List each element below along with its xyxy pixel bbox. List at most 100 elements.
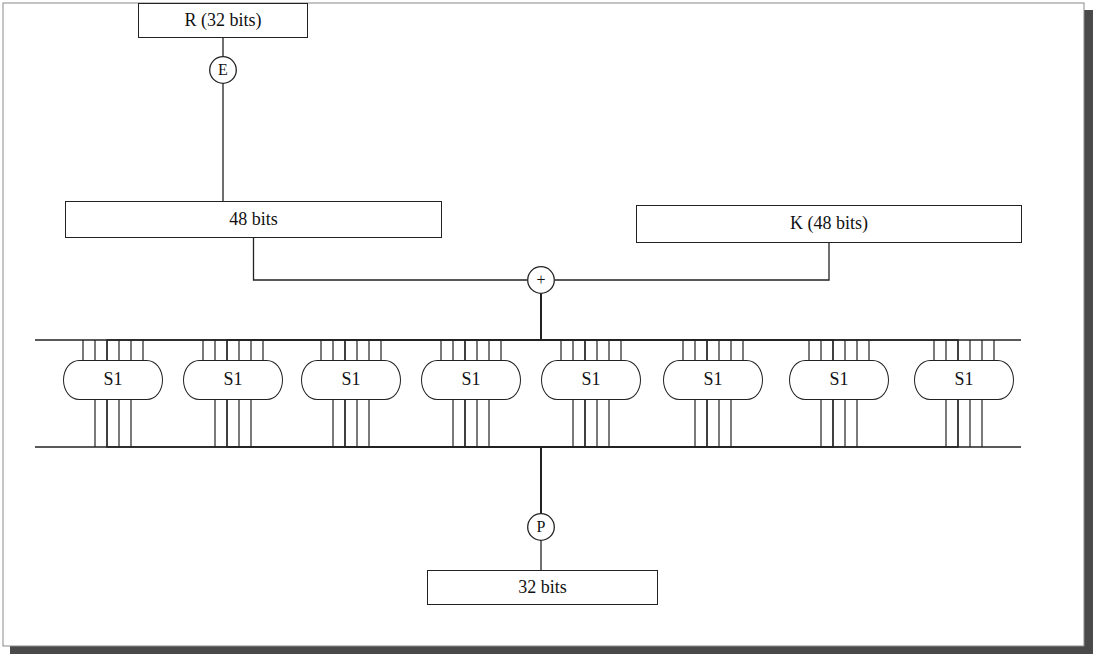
bit-line <box>945 400 946 447</box>
bit-line <box>142 340 143 360</box>
node-label: S1 <box>461 370 480 390</box>
bit-line <box>488 340 489 360</box>
substitution-box: S1 <box>789 360 889 400</box>
node-label: S1 <box>703 370 722 390</box>
output-block: 32 bits <box>427 570 658 605</box>
bit-line <box>694 400 695 447</box>
bit-line <box>608 400 609 447</box>
bit-line <box>694 340 695 360</box>
bit-line <box>844 400 845 447</box>
node-label: S1 <box>581 370 600 390</box>
circle-shape <box>528 514 555 541</box>
bit-line <box>945 340 946 360</box>
input-block: R (32 bits) <box>138 3 308 38</box>
bit-line <box>452 340 453 360</box>
bit-line <box>368 400 369 447</box>
node-label: S1 <box>829 370 848 390</box>
node-label: S1 <box>223 370 242 390</box>
bit-line <box>130 400 131 447</box>
bit-line <box>620 340 621 360</box>
bit-line <box>730 340 731 360</box>
signal-line <box>541 400 958 513</box>
bit-line <box>452 400 453 447</box>
node-label: 32 bits <box>518 578 567 598</box>
bit-line <box>250 400 251 447</box>
bit-line <box>332 400 333 447</box>
bit-line <box>368 340 369 360</box>
signal-line <box>107 400 541 513</box>
bit-line <box>969 400 970 447</box>
signal-line <box>465 294 541 360</box>
signal-line <box>555 243 829 280</box>
bit-line <box>682 340 683 360</box>
signal-line <box>541 294 707 360</box>
bit-line <box>94 340 95 360</box>
key-block: K (48 bits) <box>636 205 1022 243</box>
signal-line <box>254 238 528 280</box>
bit-line <box>238 340 239 360</box>
bit-line <box>94 400 95 447</box>
bit-line <box>380 340 381 360</box>
signal-line <box>541 400 707 513</box>
bit-line <box>856 340 857 360</box>
signal-line <box>345 294 541 360</box>
bit-line <box>969 340 970 360</box>
signal-line <box>541 294 958 360</box>
bit-line <box>742 340 743 360</box>
signal-line <box>345 400 541 513</box>
xor-circle: + <box>527 266 555 294</box>
bit-line <box>262 340 263 360</box>
bit-line <box>214 400 215 447</box>
bit-line <box>844 340 845 360</box>
bit-line <box>500 340 501 360</box>
bit-line <box>356 400 357 447</box>
circle-shape <box>210 57 237 84</box>
bit-line <box>238 400 239 447</box>
bit-line <box>868 340 869 360</box>
bit-lines <box>83 340 994 447</box>
frame-border <box>3 3 1084 646</box>
bit-line <box>993 340 994 360</box>
signal-line <box>541 400 585 513</box>
bit-line <box>356 340 357 360</box>
signal-line <box>465 400 541 513</box>
node-label: S1 <box>103 370 122 390</box>
bit-line <box>250 340 251 360</box>
bit-line <box>476 340 477 360</box>
substitution-box: S1 <box>301 360 401 400</box>
expansion-circle: E <box>209 56 237 84</box>
bit-line <box>320 340 321 360</box>
signal-line <box>227 294 541 360</box>
bit-line <box>82 340 83 360</box>
bit-line <box>808 340 809 360</box>
signal-line <box>107 294 541 360</box>
bit-line <box>488 400 489 447</box>
bit-line <box>718 340 719 360</box>
bit-line <box>820 340 821 360</box>
bit-line <box>118 400 119 447</box>
bit-line <box>214 340 215 360</box>
bit-line <box>730 400 731 447</box>
bit-line <box>718 400 719 447</box>
bit-line <box>572 340 573 360</box>
bit-line <box>118 340 119 360</box>
circle-shape <box>528 267 555 294</box>
bit-line <box>572 400 573 447</box>
node-label: R (32 bits) <box>184 11 261 31</box>
expanded-block: 48 bits <box>65 201 442 238</box>
node-label: P <box>537 518 546 536</box>
substitution-box: S1 <box>63 360 163 400</box>
signal-line <box>541 400 833 513</box>
signal-line <box>227 400 541 513</box>
bit-line <box>856 400 857 447</box>
substitution-box: S1 <box>541 360 641 400</box>
bit-line <box>596 340 597 360</box>
bit-line <box>820 400 821 447</box>
substitution-box: S1 <box>421 360 521 400</box>
signal-line <box>541 294 833 360</box>
signal-line <box>541 294 585 360</box>
signal-line <box>65 84 223 220</box>
substitution-box: S1 <box>663 360 763 400</box>
node-label: S1 <box>954 370 973 390</box>
